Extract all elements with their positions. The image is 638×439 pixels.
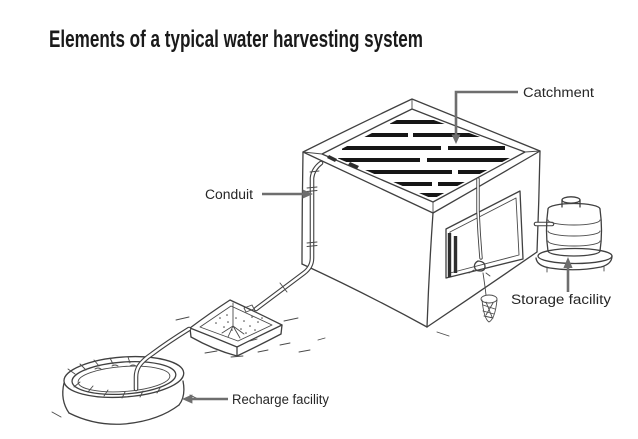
callouts: Catchment Conduit Storage facility Recha… [182, 85, 611, 407]
catchment-roof [302, 98, 541, 214]
eave-fitting-mark [348, 162, 359, 169]
eave-fitting-mark [327, 155, 337, 162]
storage-arrow [563, 257, 573, 268]
recharge-arrow [182, 394, 193, 404]
callout-catchment: Catchment [451, 85, 594, 144]
filter-pit [189, 299, 283, 357]
conduit-arrow [302, 189, 313, 199]
walls [301, 150, 541, 328]
recharge-well [62, 355, 185, 425]
pipe-joints [279, 170, 320, 293]
window-opening [445, 190, 524, 279]
well-rim-bricks [67, 356, 161, 399]
house [301, 98, 541, 328]
callout-conduit: Conduit [205, 187, 313, 202]
catchment-arrow [451, 134, 461, 144]
tap-icon [473, 260, 486, 272]
outflow-pipe [133, 326, 192, 392]
pit-gravel-dots [215, 314, 263, 334]
catchment-label: Catchment [523, 85, 594, 100]
storage-facility-label: Storage facility [511, 292, 611, 307]
tank-cap [561, 196, 581, 208]
recharge-facility-label: Recharge facility [232, 392, 329, 407]
callout-storage-facility: Storage facility [511, 257, 611, 307]
tap-assembly [468, 177, 498, 323]
conduit-pipe [253, 160, 324, 312]
storage-tank [533, 196, 613, 273]
conduit-label: Conduit [205, 187, 253, 202]
callout-recharge-facility: Recharge facility [182, 392, 329, 407]
bucket [480, 294, 498, 323]
tank-body [545, 202, 603, 257]
tank-platform [535, 247, 613, 273]
figure-title: Elements of a typical water harvesting s… [49, 26, 423, 53]
catchment-slats [338, 120, 515, 197]
